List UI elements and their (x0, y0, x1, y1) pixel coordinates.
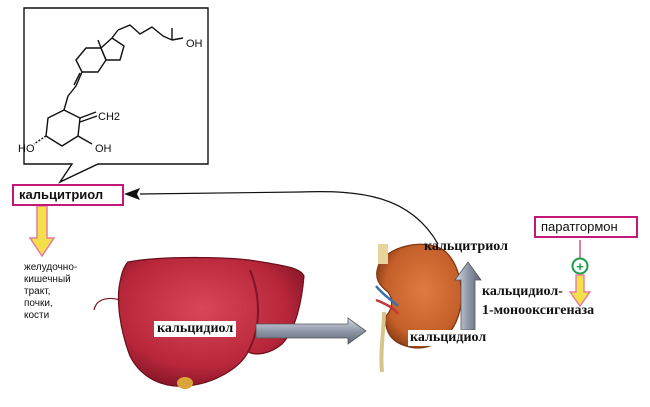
liver-calcidiol-label: кальцидиол (154, 321, 237, 337)
ch2-label: CH2 (98, 111, 120, 123)
target-line-5: кости (24, 310, 50, 321)
plus-circle (571, 257, 589, 275)
pth-box: паратгормон (534, 216, 638, 238)
adrenal-image (378, 244, 388, 264)
gray-arrow-vertical (454, 261, 482, 331)
gray-arrow-horizontal (255, 317, 367, 345)
oh-top-label: OH (186, 38, 203, 50)
oh-bottom-label: OH (95, 143, 112, 155)
kidney-calcitriol-label: кальцитриол (424, 239, 508, 254)
calcitriol-box: кальцитриол (12, 184, 124, 206)
enzyme-line-2: 1-монооксигеназа (482, 303, 595, 318)
kidney-calcidiol-label: кальцидиол (408, 330, 489, 346)
return-arrow-curve (139, 191, 439, 245)
return-arrow-head (124, 188, 140, 200)
calcitriol-structure (33, 24, 184, 147)
target-line-3: тракт, (24, 286, 51, 297)
ho-left-label: HO (18, 143, 35, 155)
pth-arrow (568, 274, 592, 308)
kidney-image (376, 243, 463, 349)
plus-sign: + (576, 259, 584, 274)
target-line-1: желудочно- (24, 262, 78, 273)
gallbladder-image (177, 377, 193, 389)
enzyme-line-1: кальцидиол- (482, 284, 563, 299)
molecule-frame (23, 7, 209, 184)
target-line-4: почки, (24, 298, 53, 309)
yellow-arrow-to-targets (28, 205, 56, 258)
target-line-2: кишечный (24, 274, 71, 285)
